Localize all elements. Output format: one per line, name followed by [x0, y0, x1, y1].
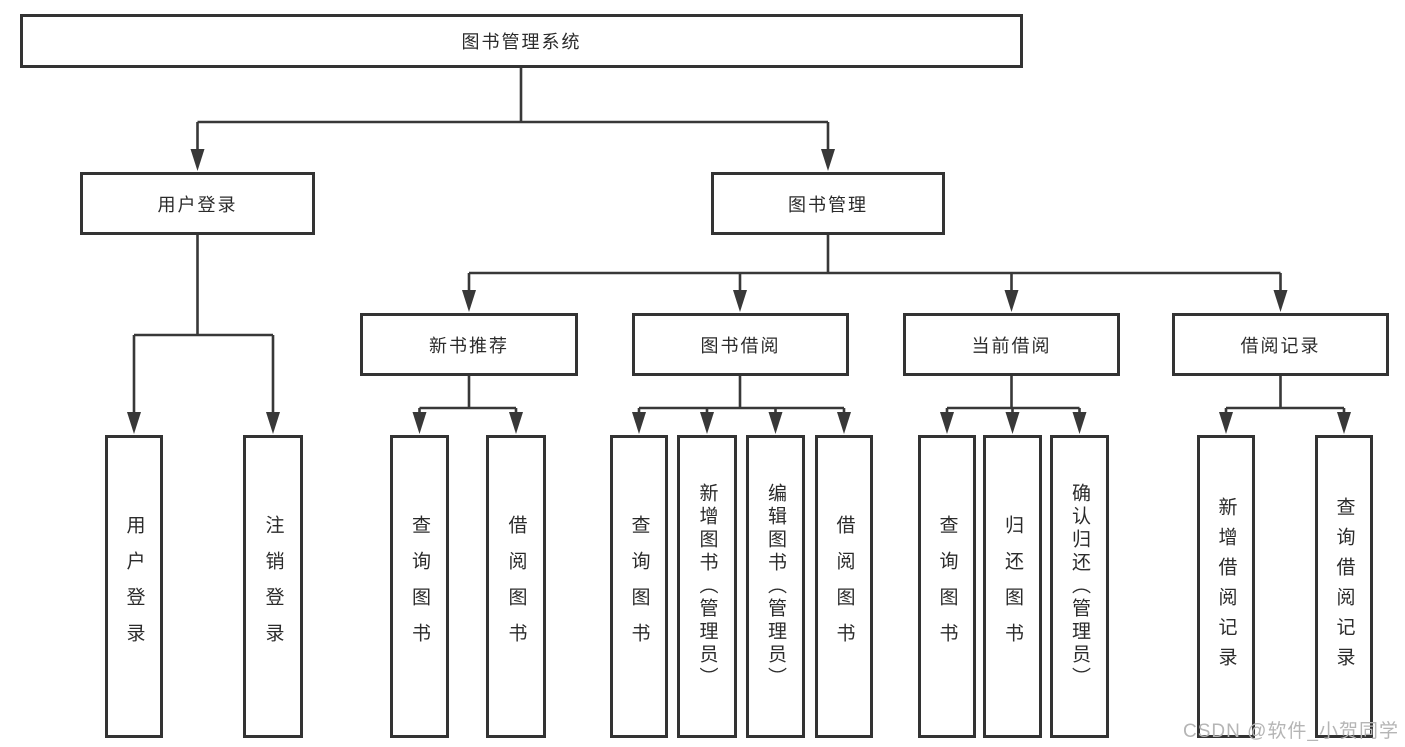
node-book-borrow: 图书借阅 [632, 313, 849, 376]
node-current-borrow: 当前借阅 [903, 313, 1120, 376]
leaf-return-books: 归还图书 [983, 435, 1042, 738]
leaf-query-borrow-record: 查询借阅记录 [1315, 435, 1373, 738]
leaf-logout: 注销登录 [243, 435, 303, 738]
leaf-add-books-admin: 新增图书（管理员） [677, 435, 737, 738]
node-new-book-recommend: 新书推荐 [360, 313, 578, 376]
leaf-add-borrow-record: 新增借阅记录 [1197, 435, 1255, 738]
csdn-watermark: CSDN @软件_小贺同学 [1183, 721, 1399, 742]
leaf-query-books-current: 查询图书 [918, 435, 976, 738]
leaf-confirm-return-admin: 确认归还（管理员） [1050, 435, 1109, 738]
leaf-edit-books-admin: 编辑图书（管理员） [746, 435, 805, 738]
node-book-management: 图书管理 [711, 172, 945, 235]
node-borrow-records: 借阅记录 [1172, 313, 1389, 376]
node-library-management-system: 图书管理系统 [20, 14, 1023, 68]
leaf-user-login: 用户登录 [105, 435, 163, 738]
connector-paths [132, 68, 1346, 414]
arrow-down-icons [127, 149, 1351, 434]
leaf-query-books-recommend: 查询图书 [390, 435, 449, 738]
leaf-borrow-books: 借阅图书 [815, 435, 873, 738]
leaf-query-books-borrow: 查询图书 [610, 435, 668, 738]
leaf-borrow-books-recommend: 借阅图书 [486, 435, 546, 738]
node-user-login: 用户登录 [80, 172, 315, 235]
